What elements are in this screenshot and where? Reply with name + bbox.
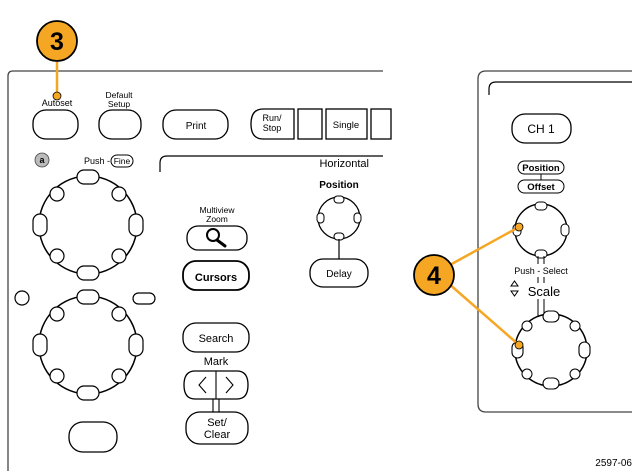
- vertical-scale-knob[interactable]: [511, 310, 591, 390]
- scale-label: Scale: [528, 284, 561, 299]
- arrow-left-icon: [198, 376, 207, 394]
- single-label: Single: [333, 120, 359, 131]
- mark-next-button[interactable]: [218, 372, 242, 398]
- callout-4-dot-top: [514, 222, 524, 232]
- callout-3-dot: [52, 91, 62, 101]
- a-badge-icon: a: [34, 152, 50, 168]
- multiview-label-line2: Zoom: [206, 214, 228, 224]
- a-badge-label: a: [39, 155, 45, 165]
- horizontal-position-knob[interactable]: [316, 195, 362, 241]
- run-stop-label-line1: Run/: [262, 113, 282, 123]
- up-down-arrows-icon: [510, 280, 519, 297]
- push-label: Push -: [84, 156, 110, 166]
- search-label: Search: [199, 333, 234, 345]
- mark-label: Mark: [204, 356, 229, 368]
- figure-id: 2597-06: [595, 458, 632, 469]
- callout-4-number: 4: [427, 262, 441, 290]
- single-indicator: [370, 108, 392, 140]
- search-button[interactable]: [182, 322, 250, 353]
- callout-4-leader-bottom: [447, 282, 520, 346]
- run-stop-label-line2: Stop: [263, 123, 282, 133]
- set-clear-label-line1: Set/: [207, 417, 228, 429]
- cursors-label: Cursors: [195, 272, 237, 284]
- zoom-button[interactable]: [186, 225, 248, 251]
- magnifier-icon: [206, 228, 227, 248]
- ch1-button[interactable]: [511, 113, 572, 144]
- push-select-label: Push - Select: [514, 266, 568, 276]
- autoset-button[interactable]: [32, 109, 79, 140]
- run-stop-indicator: [297, 108, 323, 140]
- scale-label-backing: [524, 283, 564, 299]
- autoset-label: Autoset: [42, 98, 73, 108]
- run-stop-button[interactable]: [250, 108, 295, 140]
- horizontal-position-label: Position: [319, 180, 358, 191]
- vertical-position-tag: Position: [517, 160, 565, 175]
- set-clear-label-line2: Clear: [204, 429, 231, 441]
- default-setup-button[interactable]: [98, 109, 142, 140]
- callout-3: 3: [36, 20, 78, 101]
- callout-3-badge: [36, 20, 78, 62]
- right-panel-outline: [477, 70, 632, 413]
- left-panel-outline: [7, 70, 383, 471]
- vertical-offset-label: Offset: [527, 182, 555, 193]
- bottom-left-button[interactable]: [68, 421, 118, 453]
- single-button[interactable]: [325, 108, 368, 140]
- horizontal-title: Horizontal: [319, 158, 369, 170]
- delay-label: Delay: [326, 269, 352, 280]
- knob-a-led: [14, 290, 30, 306]
- cursors-button[interactable]: [182, 260, 250, 291]
- knob-b-led: [132, 292, 156, 305]
- push-select-label-backing: [514, 264, 570, 277]
- fine-button[interactable]: Fine: [110, 154, 134, 168]
- default-setup-label-line2: Setup: [108, 99, 130, 109]
- fine-label: Fine: [114, 156, 131, 166]
- vertical-section-frame: [488, 81, 632, 95]
- callout-4-badge: [413, 254, 455, 296]
- default-setup-label-line1: Default: [106, 90, 134, 100]
- ch1-label: CH 1: [527, 122, 555, 136]
- callout-4-leader-top: [447, 225, 520, 268]
- multipurpose-b-knob[interactable]: [32, 289, 144, 401]
- arrow-right-icon: [225, 376, 234, 394]
- callout-3-number: 3: [50, 28, 64, 56]
- multipurpose-a-knob[interactable]: [32, 169, 144, 281]
- delay-button[interactable]: [309, 258, 369, 288]
- mark-previous-button[interactable]: [190, 372, 214, 398]
- vertical-offset-tag: Offset: [517, 179, 565, 194]
- callout-4-dot-bottom: [514, 340, 524, 350]
- multiview-label-line1: Multiview: [200, 205, 236, 215]
- callout-4: 4: [413, 222, 524, 350]
- print-label: Print: [186, 121, 207, 132]
- vertical-position-label: Position: [522, 163, 560, 174]
- print-button[interactable]: [162, 109, 229, 140]
- horizontal-section-frame: [159, 155, 383, 172]
- set-clear-button[interactable]: [185, 411, 249, 445]
